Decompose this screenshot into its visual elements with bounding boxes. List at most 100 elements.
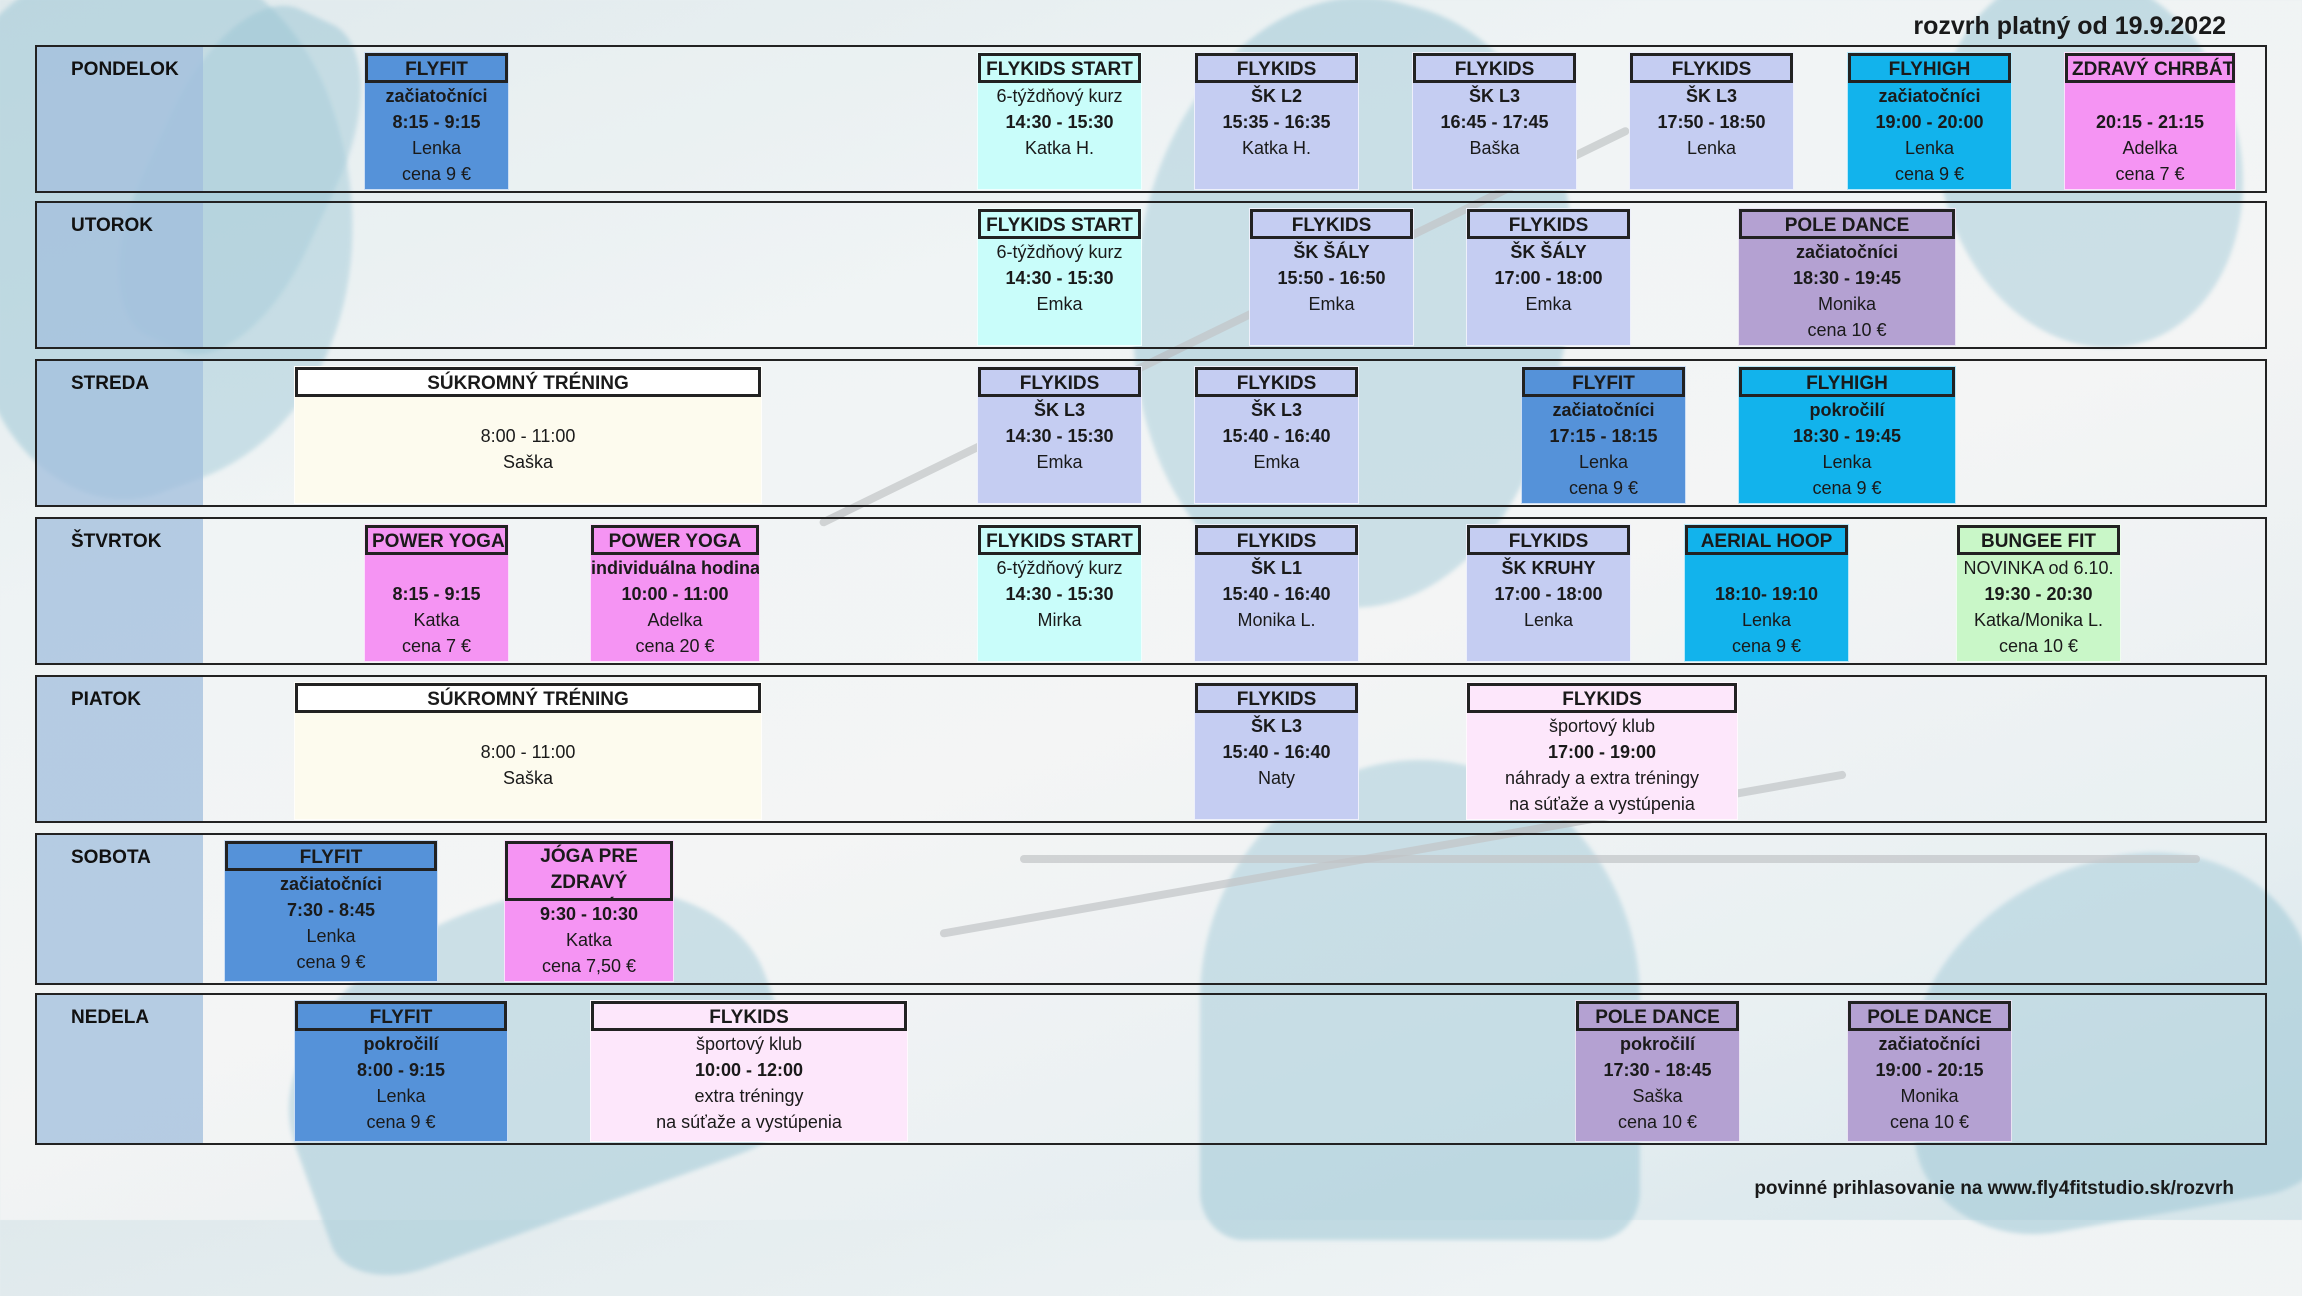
class-detail-line: 9:30 - 10:30 (539, 904, 639, 924)
day-label-column (37, 203, 203, 347)
class-detail-line (295, 713, 761, 739)
class-detail-line: 15:50 - 16:50 (1277, 268, 1386, 288)
class-detail-line: ŠK ŠÁLY (1510, 242, 1587, 262)
class-detail-line: 17:00 - 19:00 (1547, 742, 1657, 762)
class-detail-line: ŠK L3 (1685, 86, 1737, 106)
class-detail-line: ŠK L3 (1250, 716, 1302, 736)
class-detail-line: Lenka (1523, 610, 1574, 630)
class-detail-line: Lenka (411, 138, 462, 158)
class-detail-line: 19:00 - 20:15 (1875, 1060, 1984, 1080)
class-detail-line: začiatočníci (1878, 86, 1981, 106)
class-detail-line: 18:30 - 19:45 (1792, 268, 1902, 288)
day-label-column (37, 361, 203, 505)
class-detail-line: 15:40 - 16:40 (1222, 426, 1331, 446)
class-detail-line: Emka (1308, 294, 1355, 314)
class-detail-line: Monika (1900, 1086, 1959, 1106)
class-detail-line: ŠK L2 (1250, 86, 1302, 106)
class-detail-line: individuálna hodina (591, 558, 759, 578)
class-title: POWER YOGA (591, 525, 759, 555)
class-detail-line: športový klub (1548, 716, 1656, 736)
class-title: FLYKIDS (1413, 53, 1576, 83)
day-name: SOBOTA (71, 847, 151, 868)
class-detail-line: Baška (1469, 138, 1520, 158)
registration-note: povinné prihlasovanie na www.fly4fitstud… (1754, 1178, 2234, 1199)
class-detail-line: 20:15 - 21:15 (2095, 112, 2205, 132)
day-name: NEDELA (71, 1007, 150, 1028)
class-detail-line: začiatočníci (1878, 1034, 1981, 1054)
class-detail-line: Monika L. (1237, 610, 1316, 630)
class-title: SÚKROMNÝ TRÉNING (295, 683, 761, 713)
class-title: FLYKIDS (1467, 683, 1737, 713)
class-detail-line: 15:40 - 16:40 (1222, 584, 1331, 604)
class-detail-line: Monika (1817, 294, 1877, 314)
class-title: FLYKIDS (1195, 367, 1358, 397)
day-name: UTOROK (71, 215, 153, 236)
class-detail-line: cena 9 € (296, 952, 366, 972)
class-detail-line: Saška (1632, 1086, 1683, 1106)
class-detail-line: Lenka (1822, 452, 1872, 472)
class-detail-line: cena 9 € (401, 164, 472, 184)
class-detail-line: Naty (1257, 768, 1295, 788)
class-detail-line: na súťaže a vystúpenia (1509, 794, 1695, 814)
day-label-column (37, 995, 203, 1143)
class-detail-line: 6-týždňový kurz (996, 242, 1123, 262)
class-detail-line: 18:10- 19:10 (1714, 584, 1819, 604)
class-detail-line: ŠK KRUHY (1501, 558, 1596, 578)
class-detail-line: Emka (1253, 452, 1300, 472)
class-detail-line: cena 20 € (635, 636, 715, 656)
class-detail-line: extra tréningy (694, 1086, 804, 1106)
class-detail-line: Katka (413, 610, 460, 630)
class-detail-line: 16:45 - 17:45 (1440, 112, 1549, 132)
class-detail-line: 6-týždňový kurz (996, 558, 1123, 578)
class-detail-line: Lenka (306, 926, 356, 946)
class-detail-line: pokročilí (363, 1034, 439, 1054)
class-detail-line (1685, 555, 1848, 581)
class-card-joga-pre-zdravy-chrbat[interactable]: JÓGA PRE ZDRAVÝ CHRBÁT9:30 - 10:30Katkac… (504, 840, 674, 982)
class-detail-line: 17:50 - 18:50 (1657, 112, 1766, 132)
class-detail-line: 8:00 - 11:00 (480, 742, 576, 762)
class-detail-line: 10:00 - 12:00 (694, 1060, 804, 1080)
class-detail-line: Saška (502, 452, 554, 472)
class-detail-line: Lenka (1578, 452, 1629, 472)
class-detail-line: 6-týždňový kurz (996, 86, 1123, 106)
class-detail-line: začiatočníci (279, 874, 383, 894)
class-title: FLYHIGH (1848, 53, 2011, 83)
day-label-column (37, 677, 203, 821)
fabric-decoration (1200, 760, 1640, 1240)
class-title: SÚKROMNÝ TRÉNING (295, 367, 761, 397)
day-name: PONDELOK (71, 59, 179, 80)
class-title: FLYFIT (295, 1001, 507, 1031)
